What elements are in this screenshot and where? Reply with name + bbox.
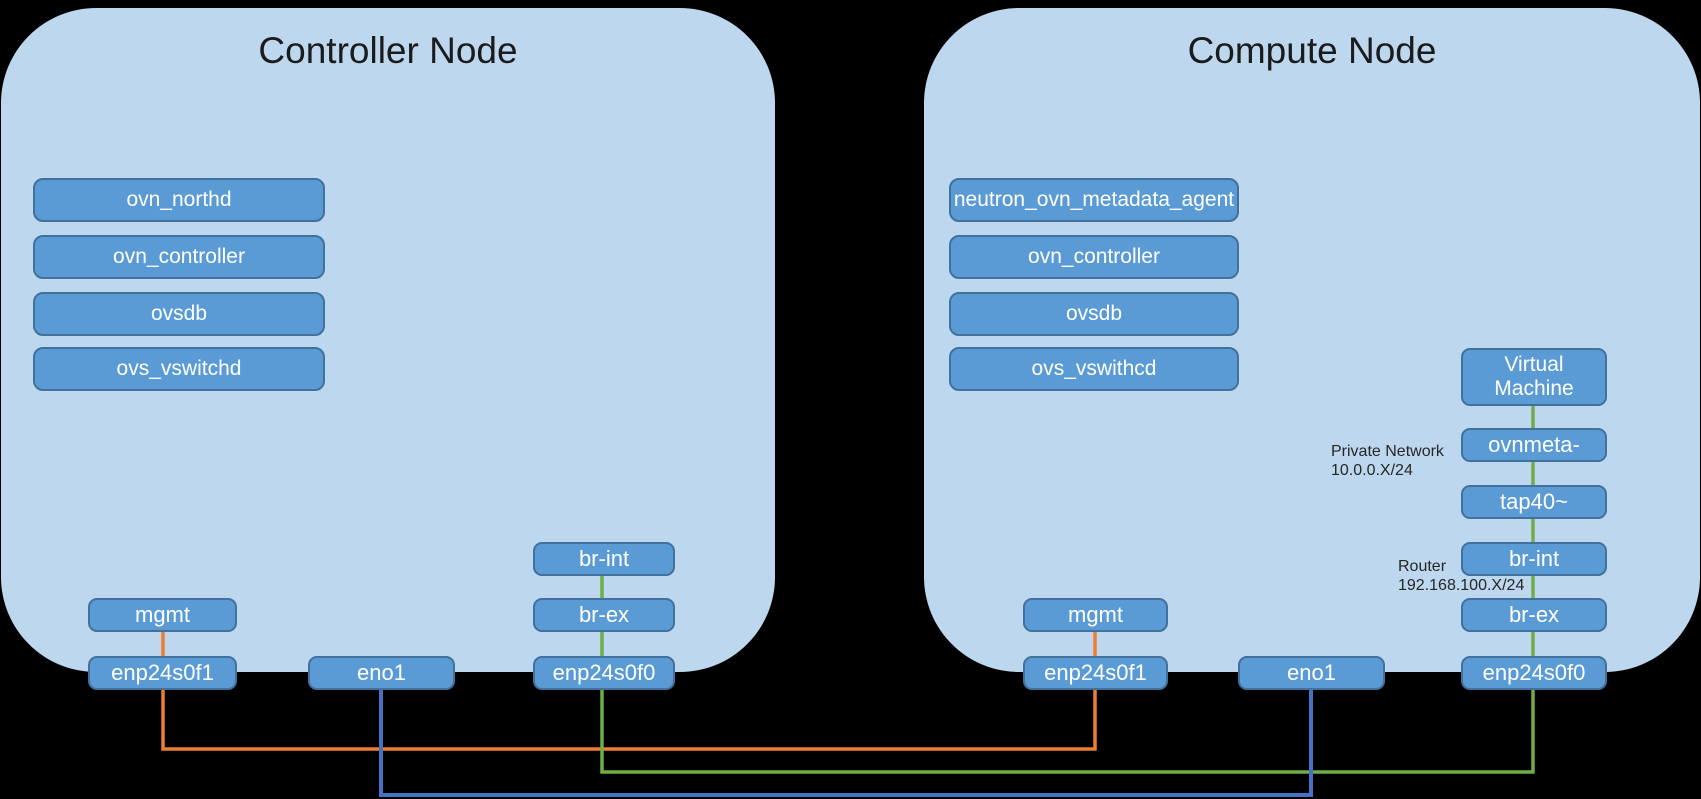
compute-bridge-br-ex: br-ex	[1461, 598, 1607, 632]
controller-mgmt-box: mgmt	[88, 598, 237, 632]
controller-bridge-br-ex: br-ex	[533, 598, 675, 632]
controller-service-ovs-vswitchd: ovs_vswitchd	[33, 347, 325, 391]
private-network-annotation: Private Network 10.0.0.X/24	[1331, 442, 1444, 480]
compute-nic-enp24s0f1: enp24s0f1	[1023, 656, 1168, 690]
compute-mgmt-box: mgmt	[1023, 598, 1168, 632]
controller-service-ovn-northd: ovn_northd	[33, 178, 325, 222]
compute-nic-enp24s0f0: enp24s0f0	[1461, 656, 1607, 690]
compute-node-title: Compute Node	[1187, 30, 1437, 71]
compute-service-neutron-ovn-metadata-agent: neutron_ovn_metadata_agent	[949, 178, 1239, 222]
router-annotation-line2: 192.168.100.X/24	[1398, 577, 1525, 594]
compute-tap-port: tap40~	[1461, 485, 1607, 519]
private-network-annotation-line1: Private Network	[1331, 443, 1444, 460]
controller-nic-eno1: eno1	[308, 656, 455, 690]
compute-service-ovsdb: ovsdb	[949, 292, 1239, 336]
router-annotation: Router 192.168.100.X/24	[1398, 557, 1524, 595]
router-annotation-line1: Router	[1398, 558, 1447, 575]
controller-service-ovsdb: ovsdb	[33, 292, 325, 336]
controller-node-title: Controller Node	[258, 30, 518, 71]
compute-nic-eno1: eno1	[1238, 656, 1385, 690]
virtual-machine-box: Virtual Machine	[1461, 348, 1607, 406]
controller-nic-enp24s0f1: enp24s0f1	[88, 656, 237, 690]
compute-bridge-br-int: br-int	[1461, 542, 1607, 576]
compute-service-ovs-vswithcd: ovs_vswithcd	[949, 347, 1239, 391]
controller-bridge-br-int: br-int	[533, 542, 675, 576]
tunnel-network-line	[379, 670, 1313, 797]
private-network-annotation-line2: 10.0.0.X/24	[1331, 462, 1413, 479]
compute-service-ovn-controller: ovn_controller	[949, 235, 1239, 279]
controller-node-container: Controller Node	[1, 8, 775, 672]
controller-nic-enp24s0f0: enp24s0f0	[533, 656, 675, 690]
compute-ovnmeta-port: ovnmeta-	[1461, 428, 1607, 462]
controller-service-ovn-controller: ovn_controller	[33, 235, 325, 279]
